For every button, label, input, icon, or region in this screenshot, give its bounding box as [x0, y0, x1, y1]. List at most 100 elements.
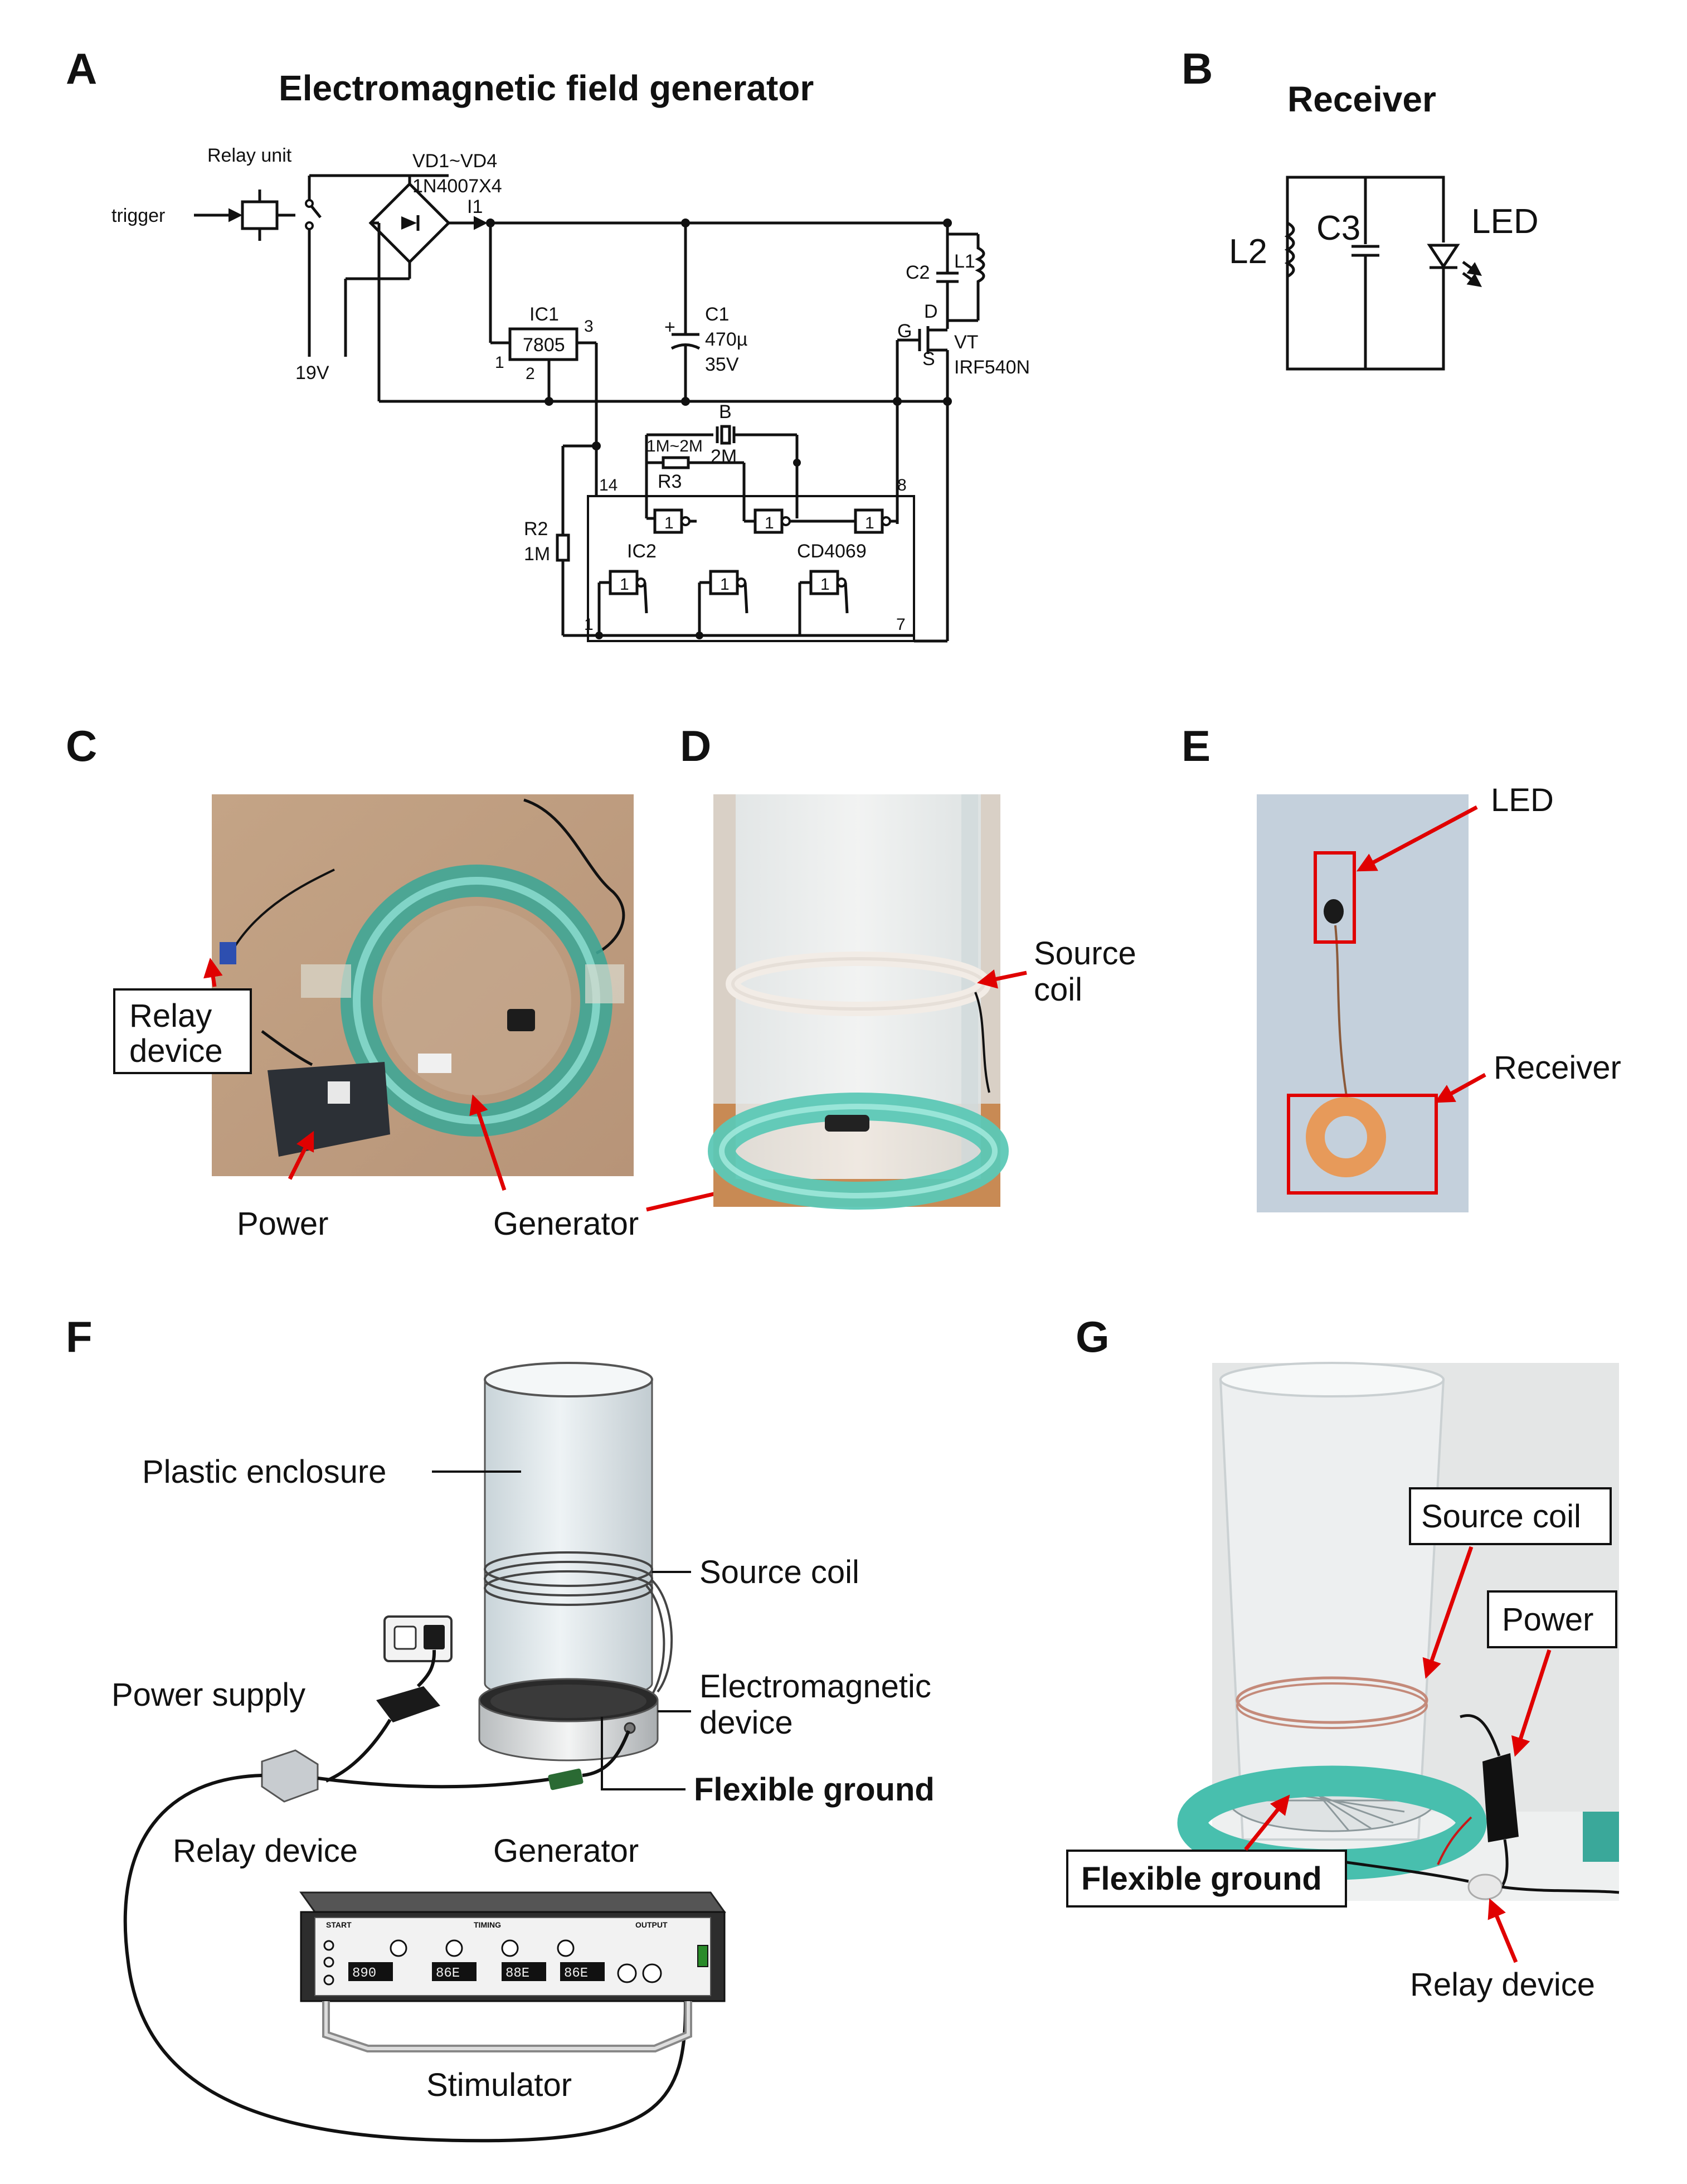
ic1-pin2: 2	[526, 365, 535, 383]
svg-text:1: 1	[720, 575, 730, 594]
stimulator-display: 88E	[505, 1966, 529, 1981]
mosfet-d-label: D	[924, 301, 938, 322]
relay-coil	[241, 200, 279, 230]
source-coil-arrow-g	[1422, 1546, 1474, 1679]
relay-device-box	[261, 1749, 319, 1803]
flexible-ground-callout-g	[1066, 1850, 1347, 1908]
i1-label: I1	[467, 196, 483, 217]
svg-text:1: 1	[620, 575, 629, 594]
inverter-gate: 1	[809, 570, 847, 595]
receiver-highlight-box	[1287, 1094, 1438, 1195]
flexible-ground-label-f: Flexible ground	[694, 1772, 935, 1808]
svg-text:1: 1	[865, 514, 874, 532]
wire	[743, 582, 748, 614]
c2-label: C2	[906, 262, 930, 283]
crystal-b-label: B	[719, 401, 732, 423]
c3-label: C3	[1316, 209, 1360, 247]
generator-arrow-c	[469, 1094, 507, 1191]
inductor-l1	[975, 234, 985, 290]
source-coil-winding	[484, 1561, 653, 1596]
panel-label-d: D	[680, 721, 711, 770]
led-label: LED	[1471, 202, 1539, 241]
receiver-arrow	[1434, 1072, 1486, 1103]
relay-device-label-g: Relay device	[1410, 1967, 1595, 2003]
vt-label: VT	[954, 332, 978, 353]
stimulator-display: 86E	[436, 1966, 460, 1981]
power-arrow-g	[1511, 1649, 1552, 1757]
trigger-label: trigger	[111, 205, 165, 226]
led-highlight-box	[1314, 851, 1356, 944]
svg-text:1: 1	[820, 575, 830, 594]
diodes-label: VD1~VD4	[412, 151, 497, 172]
generator-board	[548, 1768, 584, 1790]
mosfet-symbol	[897, 326, 949, 401]
source-coil-photo	[708, 794, 1009, 1210]
panel-a-title: Electromagnetic field generator	[279, 68, 814, 108]
inverter-gate: 1	[609, 570, 646, 595]
wire	[643, 582, 648, 614]
source-coil-label-f: Source coil	[699, 1554, 859, 1590]
led-emission	[1462, 271, 1482, 287]
relay-contact	[305, 199, 314, 208]
plastic-enclosure-label: Plastic enclosure	[142, 1454, 386, 1490]
ic1-pin3: 3	[584, 317, 594, 336]
flexible-ground-leader-f	[601, 1717, 686, 1790]
inverter-gate: 1	[709, 570, 746, 595]
panel-c: C Relay device Power Generator	[66, 721, 926, 1242]
ic2-pin14: 14	[599, 476, 618, 494]
ic1-label: IC1	[529, 304, 559, 325]
power-supply-brick	[376, 1686, 440, 1722]
generator-label: Generator	[493, 1206, 639, 1242]
crystal-b	[720, 425, 731, 445]
panel-label-c: C	[66, 721, 97, 770]
mosfet-g-label: G	[897, 321, 912, 342]
ic2-pin8: 8	[897, 476, 907, 494]
led-label-e: LED	[1491, 782, 1554, 818]
receiver-label-e: Receiver	[1494, 1050, 1621, 1086]
c1-value: 470µ	[705, 329, 747, 350]
inverter-gate: 1	[753, 508, 791, 534]
relay-device-label-line2: device	[129, 1033, 223, 1069]
stimulator-display: 890	[352, 1966, 376, 1981]
node	[696, 632, 703, 639]
electromagnetic-device-label-line1: Electromagnetic	[699, 1668, 931, 1705]
led-arrow	[1356, 805, 1478, 872]
node	[595, 632, 603, 639]
panel-label-f: F	[66, 1312, 93, 1361]
stimulator-output-label: OUTPUT	[635, 1920, 668, 1929]
r-range-label: 1M~2M	[646, 437, 703, 455]
panel-f: F	[66, 1312, 935, 2143]
diode-part-label: 1N4007X4	[412, 176, 502, 197]
source-coil-winding	[484, 1551, 653, 1587]
node	[793, 459, 801, 467]
flexible-ground-arrow-g	[1244, 1794, 1290, 1851]
resistor-r3	[662, 456, 690, 469]
regulator-label: 7805	[523, 334, 565, 356]
receiver-circuit-schematic: L2 C3 LED	[1229, 176, 1539, 371]
power-supply-label: Power supply	[111, 1677, 305, 1713]
ic2-pin7: 7	[896, 615, 906, 634]
inverter-gate: 1	[854, 508, 891, 534]
source-coil-arrow	[977, 969, 1027, 989]
panel-label-b: B	[1182, 44, 1213, 93]
ic1-pin1: 1	[495, 353, 504, 372]
panel-e: E LED Receiver	[1182, 721, 1621, 1212]
plastic-enclosure-tube	[484, 1379, 653, 1701]
generator-photo	[212, 794, 634, 1176]
svg-text:1: 1	[664, 514, 674, 532]
mosfet-s-label: S	[922, 348, 935, 370]
source-coil-label-g: Source coil	[1421, 1498, 1581, 1535]
source-coil-label-line1: Source	[1034, 935, 1136, 972]
stimulator-device: START TIMING OUTPUT 890 86E 88E 86E	[299, 1891, 726, 2002]
ic2-label: IC2	[627, 541, 657, 562]
r3-label: R3	[658, 471, 682, 492]
generator-label-f: Generator	[493, 1833, 639, 1869]
mosfet-part-label: IRF540N	[954, 357, 1030, 378]
panel-a: A Electromagnetic field generator trigge…	[66, 44, 1030, 643]
inverter-gate: 1	[653, 508, 691, 534]
tube-top	[484, 1362, 653, 1397]
source-coil-label-line2: coil	[1034, 972, 1082, 1008]
relay-device-arrow-g	[1487, 1898, 1518, 1963]
stimulator-start-label: START	[326, 1920, 352, 1929]
bridge-diode-symbol	[401, 216, 417, 230]
